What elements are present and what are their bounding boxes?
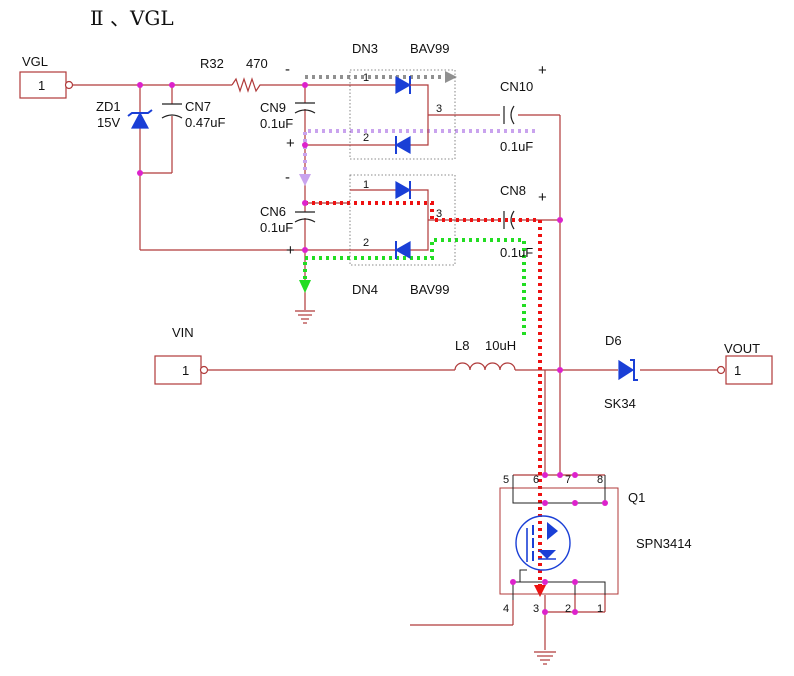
zd1-value: 15V — [97, 115, 120, 130]
diode-array-dn3[interactable]: DN3 BAV99 1 2 3 — [349, 41, 456, 160]
zd1-ref: ZD1 — [96, 99, 121, 114]
path-green — [303, 238, 526, 335]
connector-vgl[interactable]: VGL 1 — [19, 54, 74, 99]
resistor-r32[interactable]: R32 470 — [200, 56, 268, 93]
r32-value: 470 — [246, 56, 268, 71]
q1-pin2: 2 — [565, 603, 571, 615]
capacitor-cn9[interactable]: CN9 0.1uF - + — [260, 61, 316, 152]
dn3-pin3: 3 — [436, 103, 442, 115]
inductor-l8[interactable]: L8 10uH — [454, 338, 516, 371]
diode-d6[interactable]: D6 SK34 — [604, 333, 638, 411]
capacitor-cn6[interactable]: CN6 0.1uF - + — [260, 169, 316, 259]
ground-symbol-left — [295, 310, 315, 324]
section-title: Ⅱ 、VGL — [90, 6, 174, 30]
dn3-ref: DN3 — [352, 41, 378, 56]
zener-zd1[interactable]: ZD1 15V — [96, 99, 153, 130]
d6-ref: D6 — [605, 333, 622, 348]
connector-vgl-name: VGL — [22, 54, 48, 69]
q1-pin8: 8 — [597, 474, 603, 486]
q1-pin5: 5 — [503, 474, 509, 486]
cn6-minus: - — [285, 169, 290, 186]
capacitor-cn7[interactable]: CN7 0.47uF — [161, 99, 226, 130]
cn6-value: 0.1uF — [260, 220, 293, 235]
dn4-pin1: 1 — [363, 179, 369, 191]
r32-ref: R32 — [200, 56, 224, 71]
dn4-pin3: 3 — [436, 208, 442, 220]
q1-part: SPN3414 — [636, 536, 692, 551]
cn9-minus: - — [285, 61, 290, 78]
q1-ref: Q1 — [628, 490, 645, 505]
current-paths — [299, 71, 546, 597]
dn4-pin2: 2 — [363, 237, 369, 249]
cn9-ref: CN9 — [260, 100, 286, 115]
capacitor-cn8[interactable]: CN8 0.1uF + — [500, 183, 547, 260]
connector-vout-pin: 1 — [734, 363, 741, 378]
d6-part: SK34 — [604, 396, 636, 411]
cn10-value: 0.1uF — [500, 139, 533, 154]
dn4-ref: DN4 — [352, 282, 378, 297]
connector-vout[interactable]: VOUT 1 — [716, 341, 773, 385]
path-lavender — [303, 129, 535, 175]
cn10-ref: CN10 — [500, 79, 533, 94]
q1-pin6: 6 — [533, 474, 539, 486]
connector-vout-name: VOUT — [724, 341, 760, 356]
cn7-ref: CN7 — [185, 99, 211, 114]
ground-symbol-q1 — [534, 651, 556, 665]
cn10-plus: + — [538, 62, 547, 79]
capacitor-cn10[interactable]: CN10 0.1uF + — [500, 62, 547, 154]
cn8-ref: CN8 — [500, 183, 526, 198]
q1-pin7: 7 — [565, 474, 571, 486]
connector-vgl-pin: 1 — [38, 78, 45, 93]
cn7-value: 0.47uF — [185, 115, 226, 130]
cn8-plus: + — [538, 189, 547, 206]
path-red — [305, 201, 542, 585]
cn6-plus: + — [286, 242, 295, 259]
cn9-plus: + — [286, 135, 295, 152]
cn9-value: 0.1uF — [260, 116, 293, 131]
dn4-part: BAV99 — [410, 282, 450, 297]
q1-pin1: 1 — [597, 603, 603, 615]
connector-vin[interactable]: VIN 1 — [154, 325, 209, 385]
dn3-part: BAV99 — [410, 41, 450, 56]
q1-pin4: 4 — [503, 603, 509, 615]
junction-dots — [137, 82, 608, 615]
dn3-pin1: 1 — [363, 72, 369, 84]
cn8-value: 0.1uF — [500, 245, 533, 260]
cn6-ref: CN6 — [260, 204, 286, 219]
l8-ref: L8 — [455, 338, 469, 353]
diode-array-dn4[interactable]: DN4 BAV99 1 2 3 — [349, 174, 456, 297]
l8-value: 10uH — [485, 338, 516, 353]
connector-vin-name: VIN — [172, 325, 194, 340]
mosfet-q1[interactable]: Q1 SPN3414 5 6 7 8 4 3 2 1 — [499, 474, 692, 615]
dn3-pin2: 2 — [363, 132, 369, 144]
connector-vin-pin: 1 — [182, 363, 189, 378]
q1-pin3: 3 — [533, 603, 539, 615]
